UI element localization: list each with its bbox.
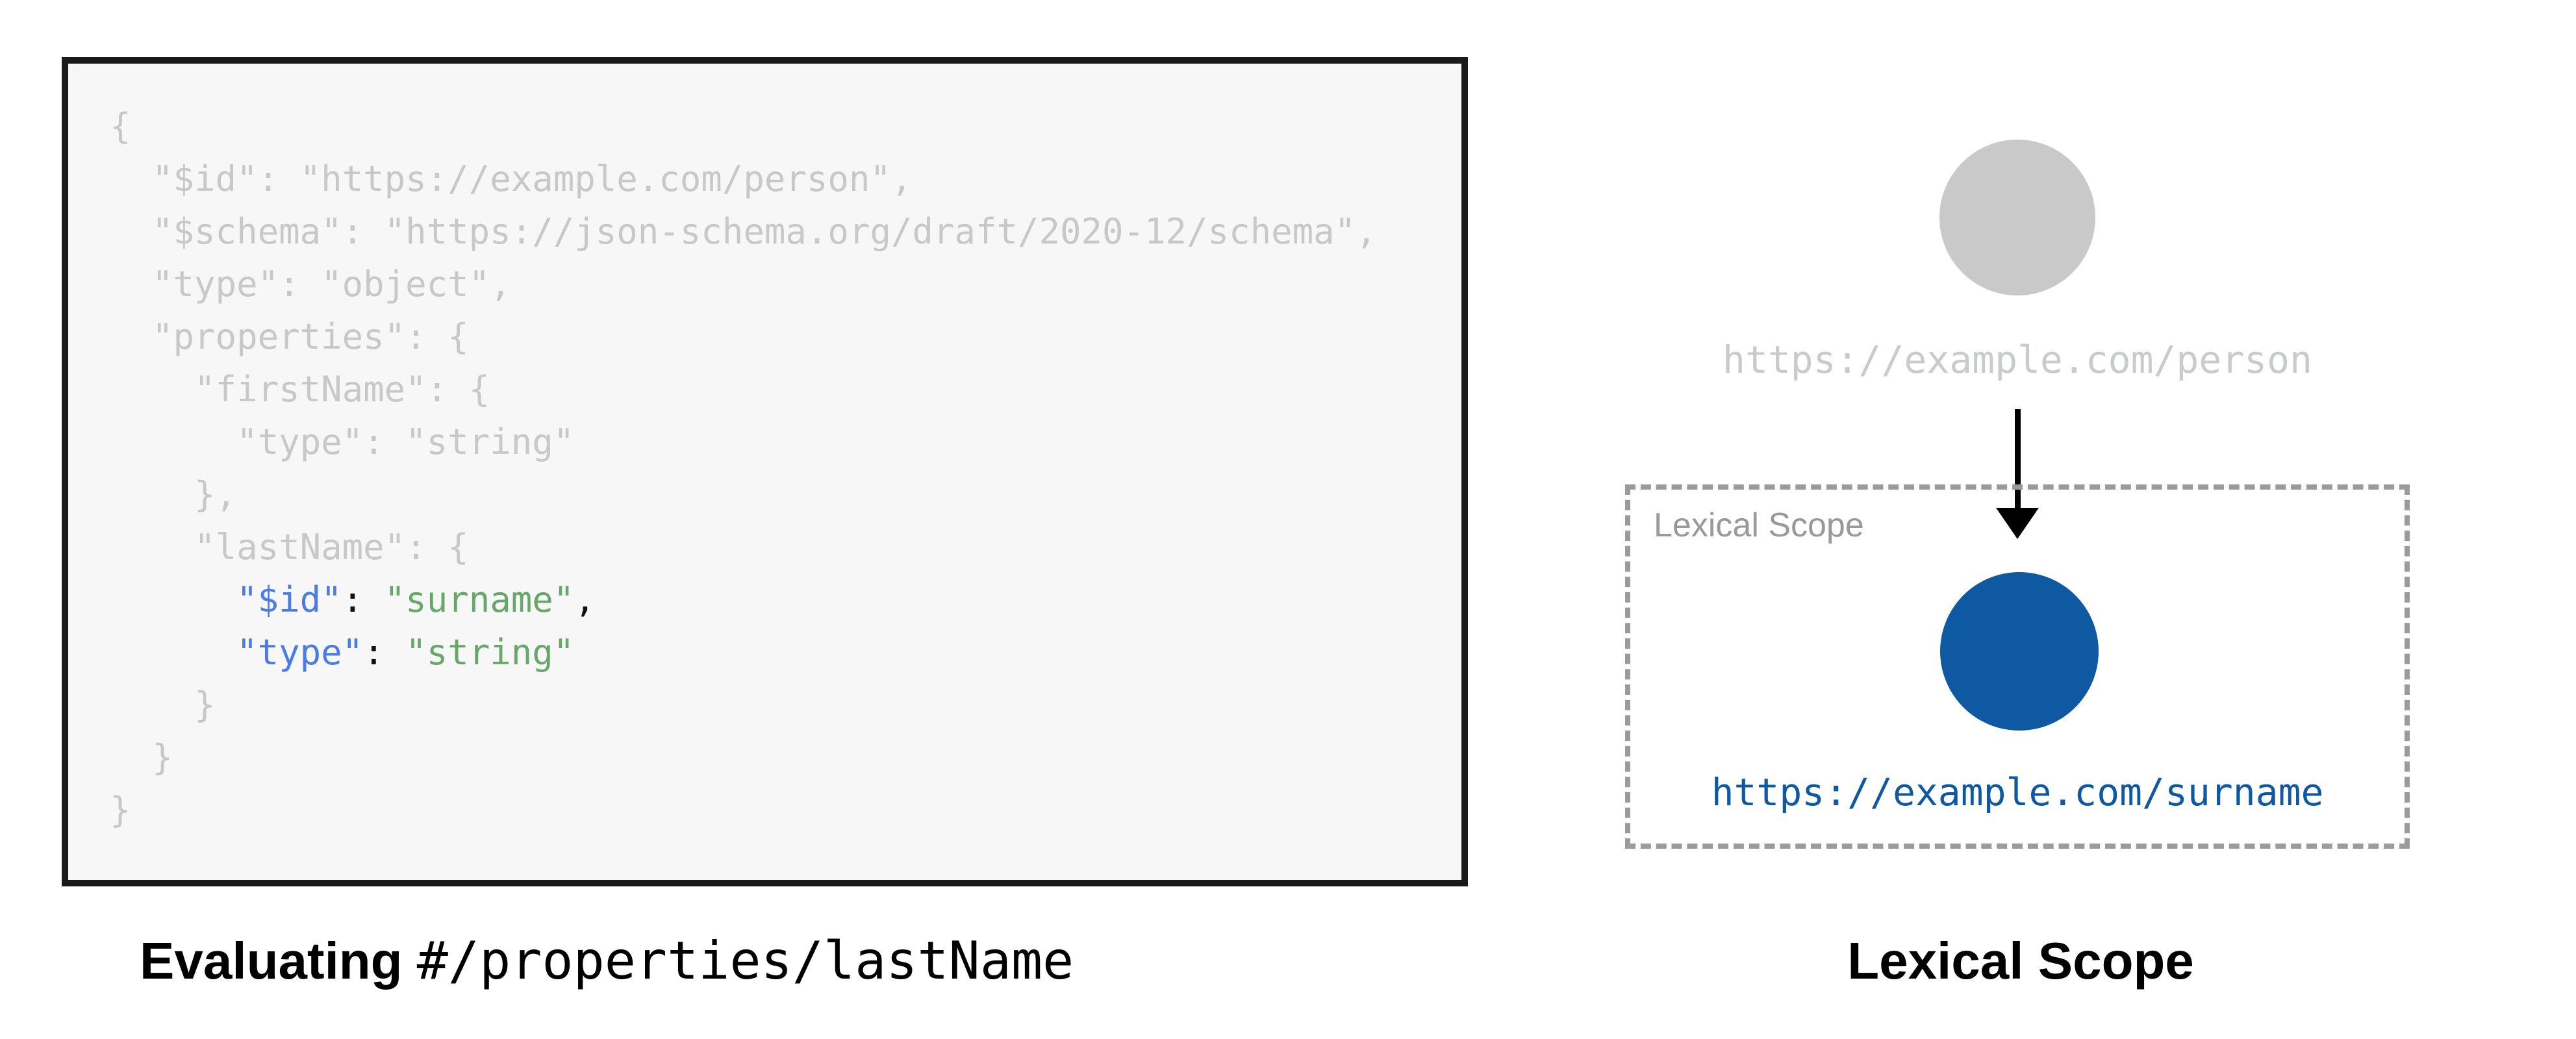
- code-line: "firstName": {: [110, 363, 1461, 416]
- code-line: "type": "object",: [110, 258, 1461, 310]
- code-segment-string: "string": [405, 632, 575, 673]
- code-segment-string: "surname": [384, 579, 575, 620]
- code-segment-plain: "$id": "https://example.com/person",: [110, 158, 913, 199]
- scope-box-label: Lexical Scope: [1654, 507, 1864, 544]
- code-segment-punct: ,: [574, 579, 596, 620]
- code-line: },: [110, 468, 1461, 521]
- child-node-label: https://example.com/surname: [1711, 770, 2324, 814]
- parent-node-label: https://example.com/person: [1723, 338, 2312, 382]
- code-segment-plain: "type": "string": [110, 421, 575, 462]
- code-segment-plain: }: [110, 684, 216, 725]
- code-segment-plain: },: [110, 474, 237, 515]
- json-code: { "$id": "https://example.com/person", "…: [110, 100, 1461, 836]
- code-segment-plain: "type": "object",: [110, 264, 511, 305]
- down-arrow-head-icon: [1996, 508, 2039, 539]
- code-line: "$id": "surname",: [110, 573, 1461, 626]
- code-segment-plain: }: [110, 737, 173, 778]
- code-segment-key: "type": [236, 632, 364, 673]
- code-segment-punct: :: [342, 579, 385, 620]
- caption-lexical-scope: Lexical Scope: [1847, 932, 2194, 990]
- code-line: }: [110, 731, 1461, 784]
- caption-evaluating: Evaluating #/properties/lastName: [140, 930, 1074, 992]
- code-line: }: [110, 784, 1461, 836]
- code-line: {: [110, 100, 1461, 153]
- code-segment-punct: :: [363, 632, 406, 673]
- code-segment-plain: "firstName": {: [110, 369, 490, 410]
- code-segment-plain: "properties": {: [110, 316, 469, 357]
- code-segment-plain: "$schema": "https://json-schema.org/draf…: [110, 211, 1377, 252]
- code-line: "properties": {: [110, 310, 1461, 363]
- caption-evaluating-bold: Evaluating: [140, 932, 417, 990]
- code-line: "lastName": {: [110, 521, 1461, 573]
- code-segment-key: "$id": [236, 579, 342, 620]
- schema-code-panel: { "$id": "https://example.com/person", "…: [62, 57, 1468, 886]
- code-line: "$schema": "https://json-schema.org/draf…: [110, 205, 1461, 258]
- code-line: "type": "string": [110, 626, 1461, 679]
- code-segment-plain: }: [110, 790, 131, 831]
- code-line: }: [110, 679, 1461, 731]
- down-arrow-shaft: [2015, 409, 2021, 512]
- code-segment-plain: "lastName": {: [110, 527, 469, 568]
- parent-node-circle: [1939, 140, 2095, 295]
- code-segment-plain: {: [110, 106, 131, 147]
- code-line: "type": "string": [110, 416, 1461, 468]
- child-node-circle: [1940, 572, 2099, 731]
- caption-evaluating-pointer: #/properties/lastName: [416, 931, 1074, 991]
- code-line: "$id": "https://example.com/person",: [110, 153, 1461, 205]
- lexical-scope-box: [1625, 484, 2410, 849]
